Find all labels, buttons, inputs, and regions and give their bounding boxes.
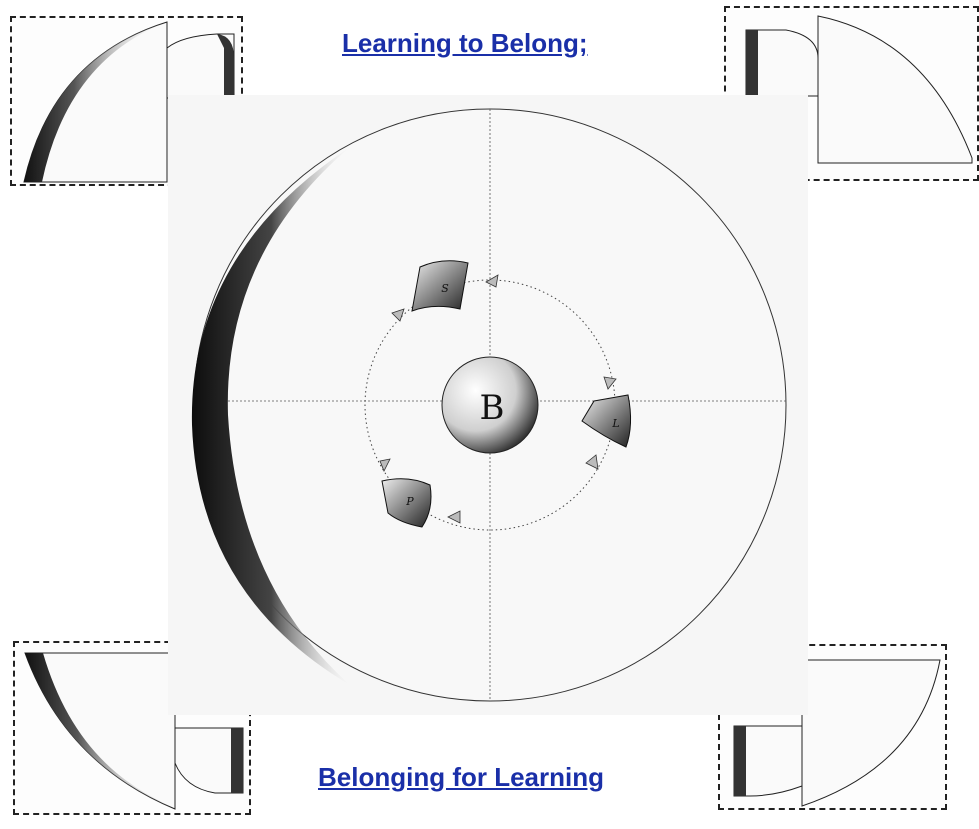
segment-p-label: P [405, 495, 414, 508]
segment-s: S [412, 261, 468, 311]
segment-l-label: L [611, 417, 619, 430]
title-learning-to-belong[interactable]: Learning to Belong; [342, 28, 588, 59]
belonging-diagram-svg: S L P B [168, 95, 808, 715]
center-ball-label: B [480, 388, 505, 428]
title-belonging-for-learning[interactable]: Belonging for Learning [318, 762, 604, 793]
segment-s-label: S [441, 282, 449, 295]
center-ball: B [442, 357, 538, 453]
belonging-diagram: S L P B [168, 95, 808, 715]
